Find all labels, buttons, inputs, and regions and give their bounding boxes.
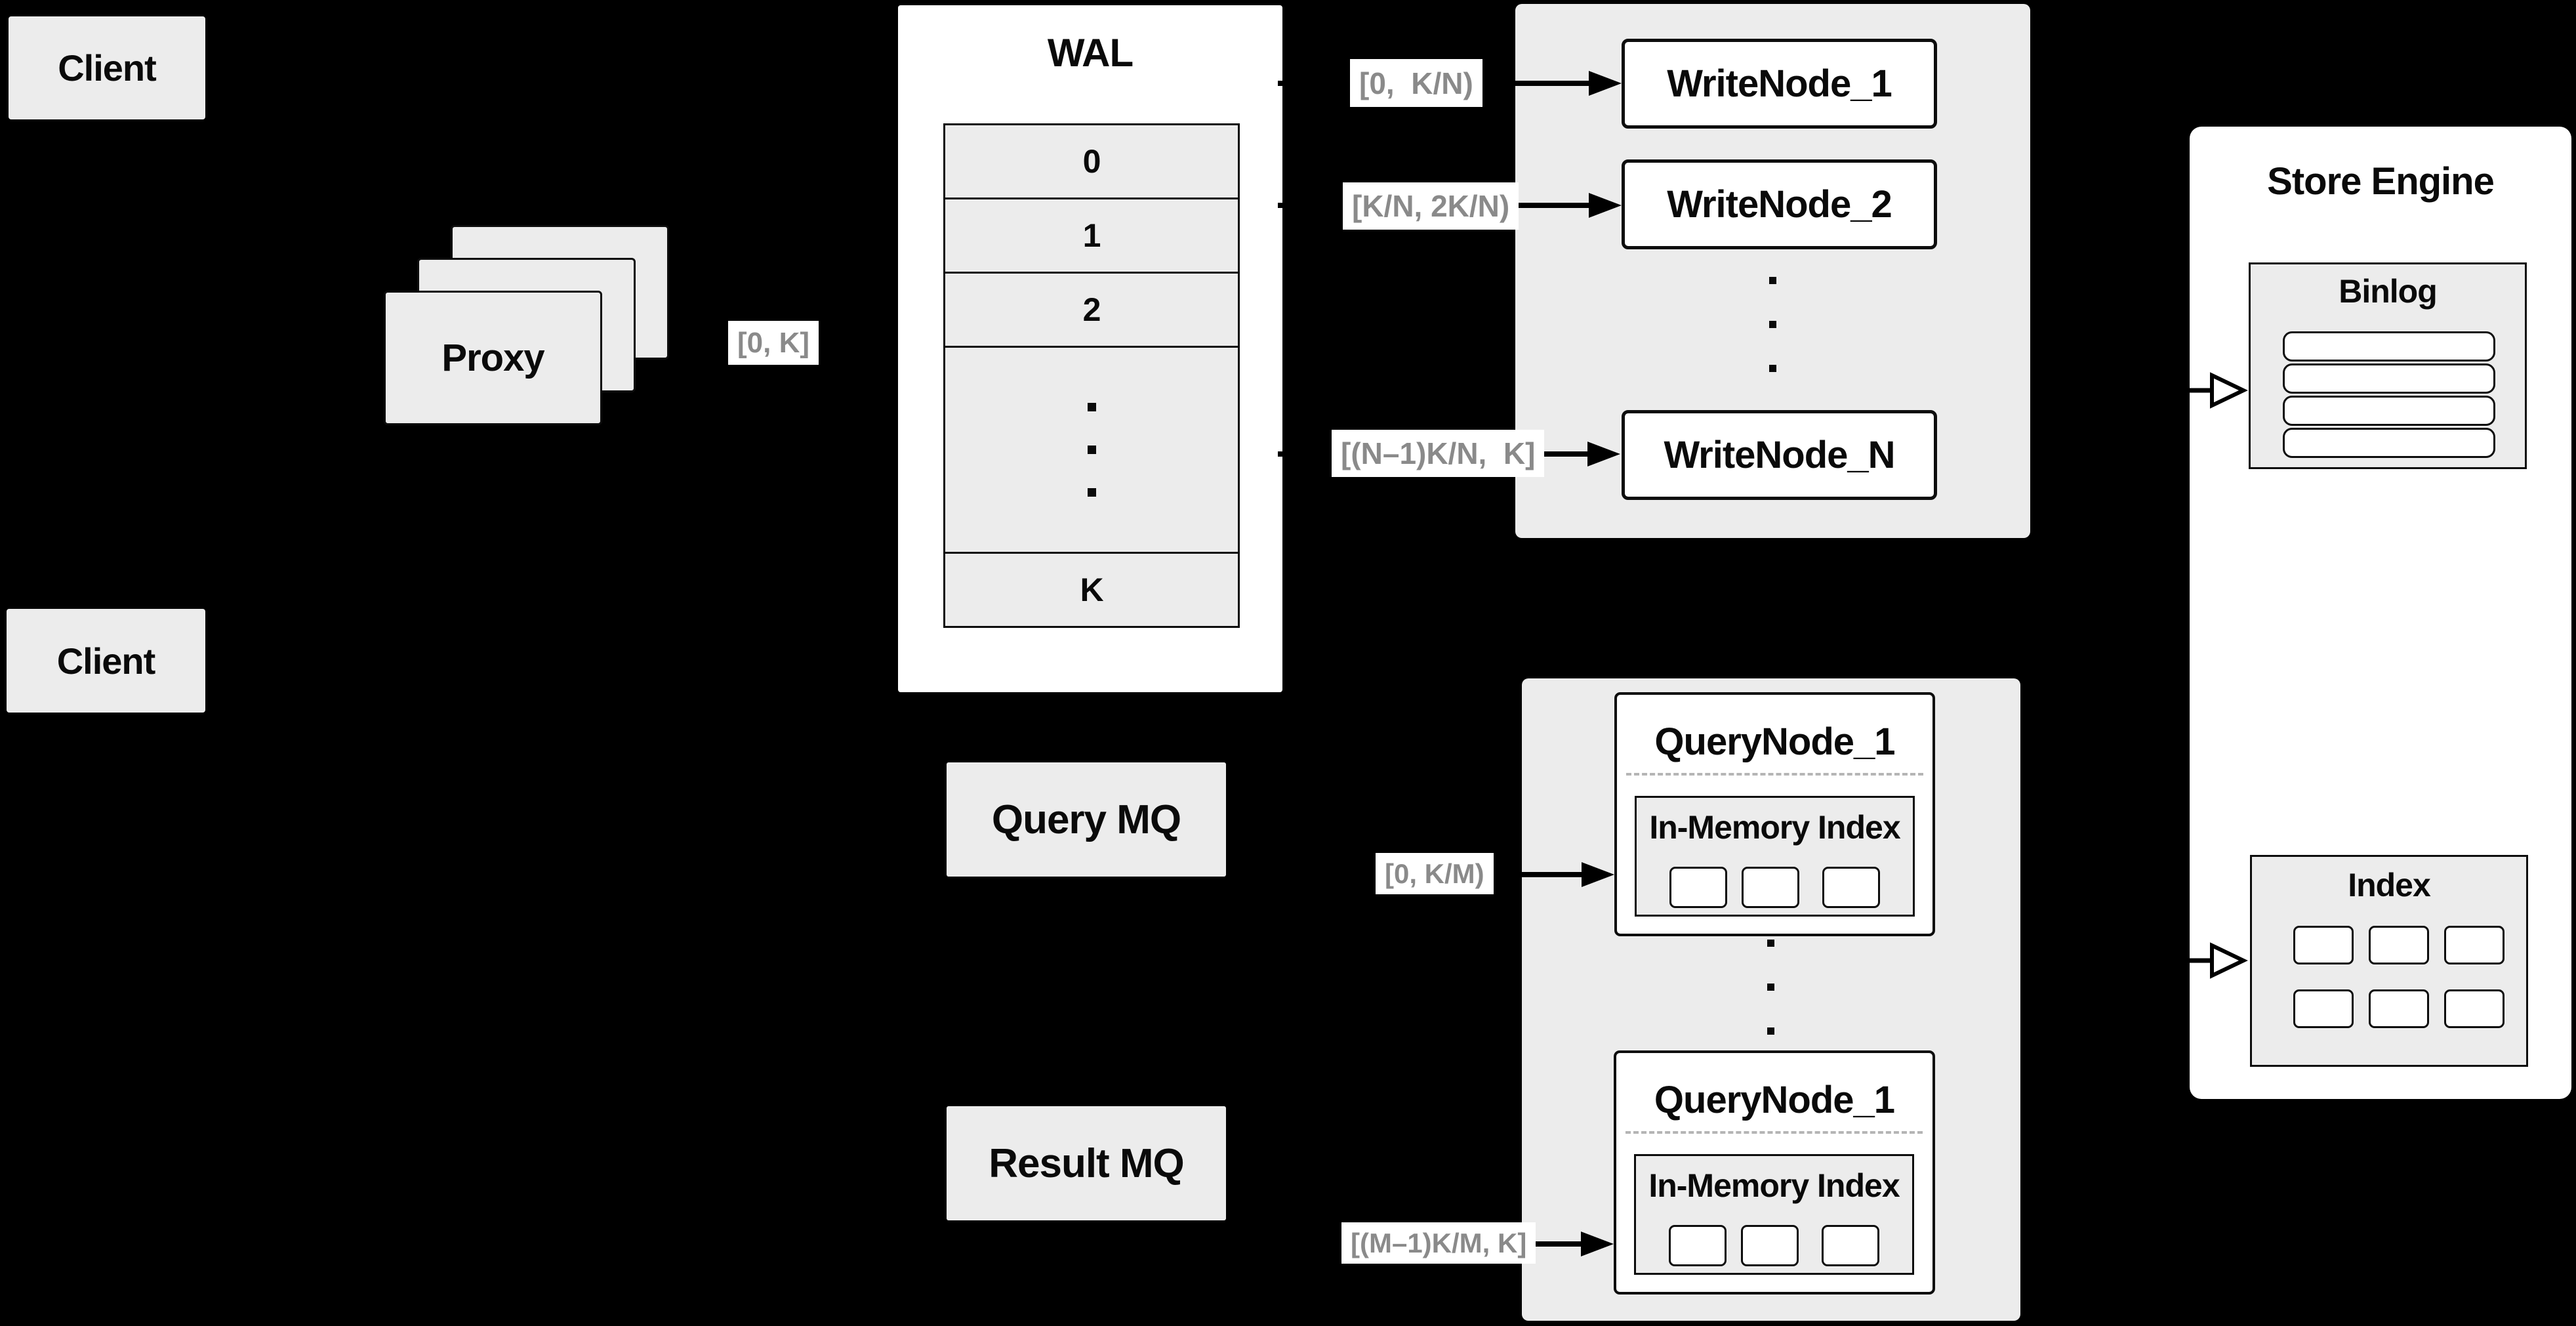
store-engine-title: Store Engine bbox=[2267, 160, 2495, 203]
binlog-box: Binlog bbox=[2249, 262, 2527, 469]
wal-panel: WAL 0 1 2 K bbox=[898, 5, 1282, 692]
wal-table: 0 1 2 K bbox=[943, 123, 1240, 628]
index-segment bbox=[2444, 989, 2504, 1028]
query-node-2-divider bbox=[1625, 1131, 1923, 1134]
in-memory-index-title-wrap: In-Memory Index bbox=[1637, 808, 1913, 846]
index-segment bbox=[2293, 926, 2354, 964]
wal-row-ellipsis bbox=[945, 348, 1238, 554]
query-node-2-title-wrap: QueryNode_1 bbox=[1616, 1078, 1932, 1122]
proxy-label: Proxy bbox=[441, 337, 544, 379]
index-title: Index bbox=[2348, 867, 2431, 903]
arrow-writenodes-to-binlog bbox=[2170, 372, 2248, 409]
client-bottom-label: Client bbox=[56, 640, 156, 682]
wal-row-2: 2 bbox=[945, 274, 1238, 348]
write-node-n-box: WriteNode_N bbox=[1622, 410, 1937, 500]
index-box: Index bbox=[2250, 855, 2528, 1067]
write-node-1-box: WriteNode_1 bbox=[1622, 39, 1937, 129]
query-node-1-title: QueryNode_1 bbox=[1654, 720, 1895, 763]
wal-title-wrap: WAL bbox=[898, 30, 1282, 75]
query-node-2-memory-box: In-Memory Index bbox=[1634, 1154, 1914, 1275]
wal-row-1: 1 bbox=[945, 199, 1238, 274]
result-mq-box: Result MQ bbox=[947, 1106, 1226, 1220]
memory-segment bbox=[1822, 1225, 1879, 1266]
wal-ellipsis-dots bbox=[1087, 403, 1096, 497]
arrow-querynodes-to-index bbox=[2170, 942, 2248, 979]
query-node-1-divider bbox=[1626, 773, 1923, 776]
memory-segment bbox=[1669, 1225, 1727, 1266]
wal-row-1-label: 1 bbox=[1082, 217, 1101, 254]
wal-row-k: K bbox=[945, 554, 1238, 626]
proxy-card-front: Proxy bbox=[384, 291, 602, 425]
wal-row-2-label: 2 bbox=[1082, 291, 1101, 328]
memory-segment bbox=[1822, 867, 1880, 908]
query-node-2-title: QueryNode_1 bbox=[1654, 1079, 1895, 1121]
wal-title: WAL bbox=[1047, 31, 1134, 75]
client-top-box: Client bbox=[9, 16, 205, 119]
query-node-1-box: QueryNode_1 In-Memory Index bbox=[1614, 692, 1935, 936]
memory-segment bbox=[1742, 867, 1799, 908]
range-label-writenode-n: [(N–1)K/N, K] bbox=[1332, 430, 1545, 477]
in-memory-index-title-2: In-Memory Index bbox=[1648, 1167, 1900, 1204]
query-node-1-memory-box: In-Memory Index bbox=[1635, 796, 1915, 917]
index-segment bbox=[2444, 926, 2504, 964]
query-node-1-title-wrap: QueryNode_1 bbox=[1617, 720, 1932, 764]
store-engine-panel: Store Engine Binlog Index bbox=[2190, 127, 2571, 1099]
range-label-writenode-2: [K/N, 2K/N) bbox=[1343, 182, 1519, 230]
write-node-2-box: WriteNode_2 bbox=[1622, 159, 1937, 249]
index-title-wrap: Index bbox=[2252, 866, 2526, 904]
write-node-n-label: WriteNode_N bbox=[1664, 434, 1895, 476]
binlog-segment bbox=[2283, 396, 2495, 426]
client-top-label: Client bbox=[58, 47, 157, 89]
memory-segment bbox=[1669, 867, 1727, 908]
index-segment bbox=[2369, 989, 2429, 1028]
binlog-segment bbox=[2283, 428, 2495, 458]
index-segment bbox=[2369, 926, 2429, 964]
in-memory-index-title: In-Memory Index bbox=[1649, 809, 1900, 846]
range-label-proxy: [0, K] bbox=[728, 321, 819, 365]
write-node-2-label: WriteNode_2 bbox=[1667, 183, 1892, 226]
query-mq-box: Query MQ bbox=[947, 762, 1226, 877]
range-label-querynode-2: [(M–1)K/M, K] bbox=[1341, 1222, 1536, 1264]
range-label-querynode-1: [0, K/M) bbox=[1376, 853, 1494, 894]
binlog-title-wrap: Binlog bbox=[2251, 272, 2525, 310]
wal-row-0-label: 0 bbox=[1082, 143, 1101, 180]
client-bottom-box: Client bbox=[7, 609, 205, 713]
query-mq-label: Query MQ bbox=[991, 797, 1181, 842]
write-group-ellipsis-dots bbox=[1769, 277, 1776, 372]
write-node-1-label: WriteNode_1 bbox=[1667, 62, 1892, 105]
query-node-2-box: QueryNode_1 In-Memory Index bbox=[1614, 1050, 1935, 1295]
memory-segment bbox=[1741, 1225, 1799, 1266]
store-engine-title-wrap: Store Engine bbox=[2190, 159, 2571, 203]
wal-row-0: 0 bbox=[945, 125, 1238, 199]
index-segment bbox=[2293, 989, 2354, 1028]
binlog-title: Binlog bbox=[2339, 273, 2438, 310]
range-label-writenode-1: [0, K/N) bbox=[1350, 59, 1482, 107]
in-memory-index-title-wrap: In-Memory Index bbox=[1636, 1167, 1912, 1205]
query-group-ellipsis-dots bbox=[1767, 940, 1774, 1035]
result-mq-label: Result MQ bbox=[989, 1140, 1185, 1186]
wal-row-k-label: K bbox=[1080, 571, 1103, 608]
binlog-segment bbox=[2283, 331, 2495, 362]
binlog-segment bbox=[2283, 363, 2495, 394]
